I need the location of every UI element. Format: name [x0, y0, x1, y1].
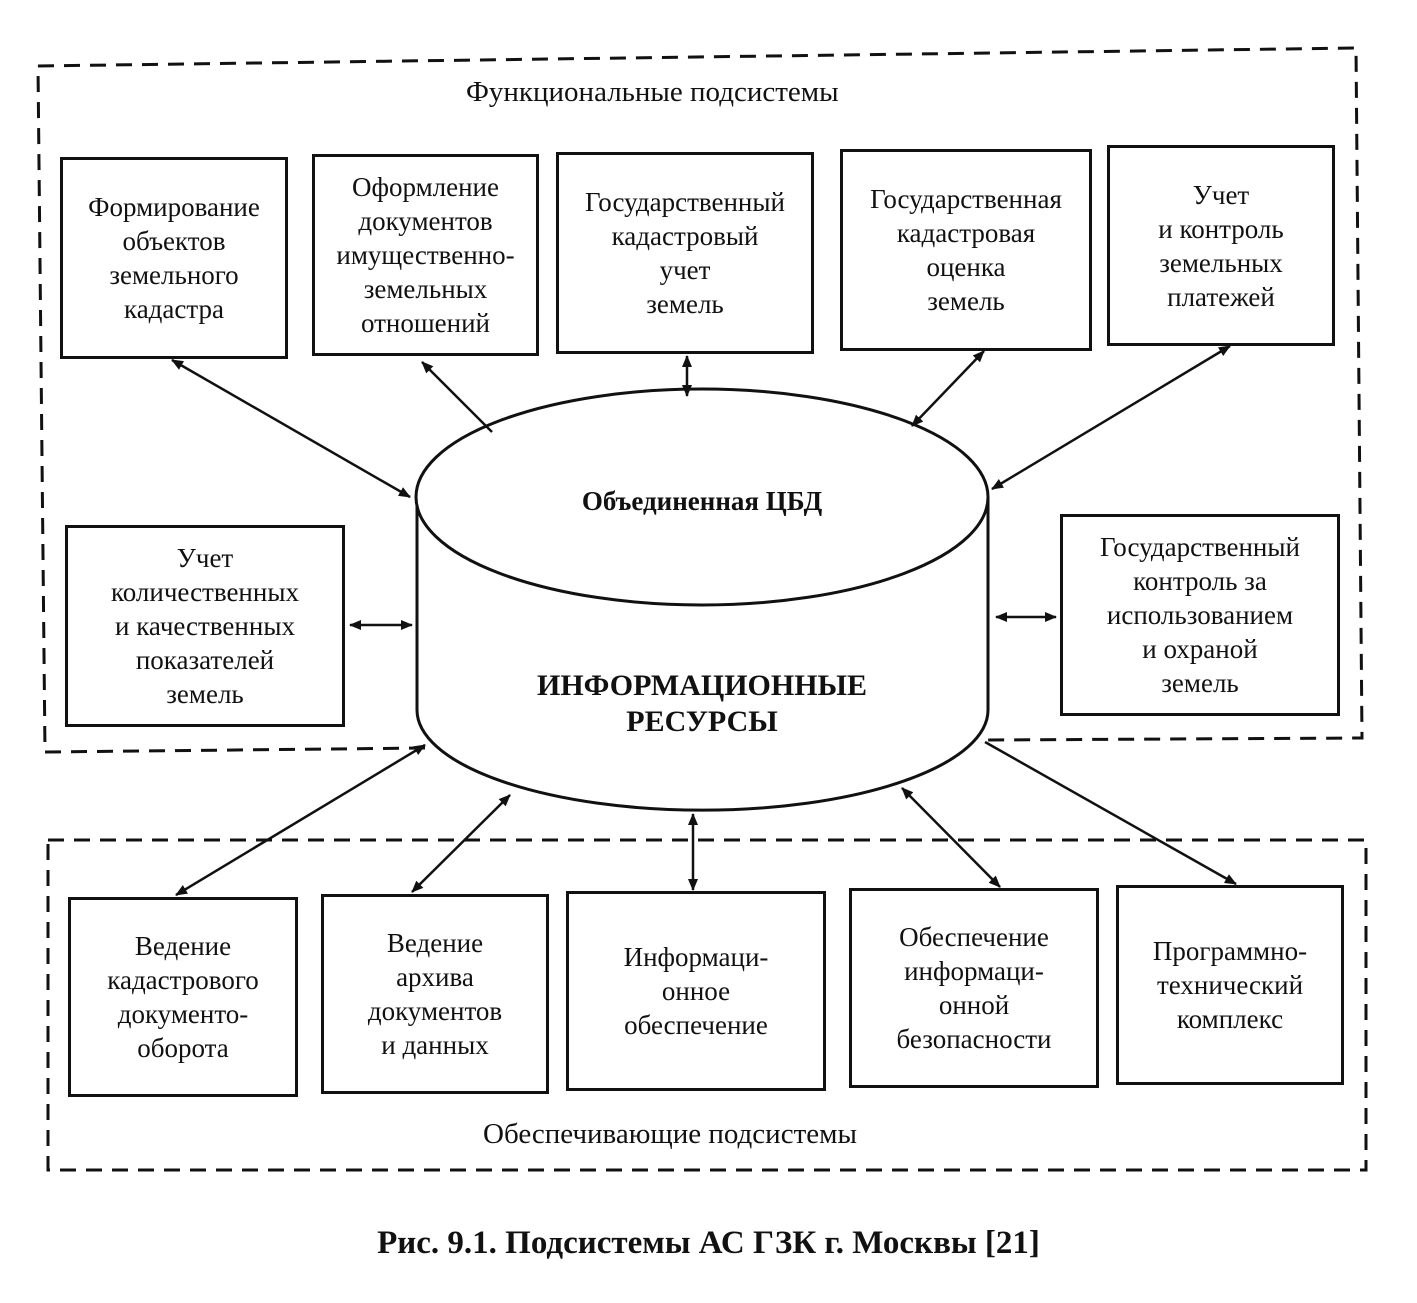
- box-text-line: имущественно-: [336, 240, 515, 270]
- box-text-line: Государственный: [585, 187, 785, 217]
- box-text-line: Ведение: [134, 931, 232, 961]
- box-formation-text: Формирование объектов земельного кадастра: [88, 190, 260, 326]
- database-main-label-line-1: ИНФОРМАЦИОННЫЕ: [536, 669, 867, 702]
- box-text-line: онной: [938, 990, 1010, 1020]
- box-documents: Оформление документов имущественно-земельн…: [312, 154, 539, 356]
- box-formation: Формирование объектов земельного кадастра: [60, 157, 288, 359]
- box-text-line: Информаци-: [623, 942, 769, 972]
- connector-hardware: [984, 740, 1237, 886]
- box-text-line: документо-: [117, 999, 249, 1029]
- box-text-line: земель: [1161, 668, 1239, 698]
- box-text-line: Учет: [176, 543, 234, 573]
- box-text-line: Государственный: [1100, 532, 1300, 562]
- box-indicators: Учет количественных и качественных показате…: [65, 525, 345, 727]
- box-text-line: отношений: [360, 308, 490, 338]
- box-text-line: земель: [646, 289, 724, 319]
- connector-archive: [411, 794, 511, 893]
- box-text-line: обеспечение: [624, 1010, 768, 1040]
- box-text-line: архива: [396, 962, 474, 992]
- box-text-line: Программно-: [1152, 936, 1308, 966]
- box-archive-text: Ведение архива документов и данных: [368, 926, 502, 1062]
- support-group-title: Обеспечивающие подсистемы: [483, 1118, 857, 1150]
- database-top-label: Объединенная ЦБД: [581, 486, 823, 516]
- connector-doc-flow: [175, 743, 426, 897]
- box-text-line: контроль за: [1133, 566, 1267, 596]
- box-text-line: безопасности: [896, 1024, 1052, 1054]
- connector-documents: [421, 361, 493, 433]
- box-text-line: документов: [367, 996, 503, 1026]
- box-text-line: Оформление: [351, 172, 499, 202]
- box-text-line: кадастровый: [611, 221, 759, 251]
- box-state-registry-text: Государственный кадастровый учет земель: [585, 185, 785, 321]
- connector-payments: [991, 344, 1231, 491]
- connector-formation: [171, 358, 411, 499]
- box-text-line: земельного: [109, 260, 239, 290]
- box-text-line: оборота: [137, 1033, 229, 1063]
- database-main-label: ИНФОРМАЦИОННЫЕ РЕСУРСЫ: [452, 668, 952, 740]
- box-text-line: Обеспечение: [899, 922, 1049, 952]
- box-text-line: и охраной: [1142, 634, 1258, 664]
- box-text-line: земельных: [363, 274, 488, 304]
- box-state-control-text: Государственный контроль за использованием…: [1100, 530, 1300, 700]
- box-text-line: и качественных: [115, 611, 295, 641]
- box-documents-text: Оформление документов имущественно-земельн…: [336, 170, 514, 340]
- box-state-valuation-text: Государственная кадастровая оценка земель: [870, 182, 1062, 318]
- connector-state-valuation: [911, 350, 985, 427]
- box-text-line: Формирование: [88, 192, 260, 222]
- box-hardware: Программно-технический комплекс: [1116, 885, 1344, 1085]
- support-group-frame: [46, 838, 1368, 1172]
- box-text-line: земель: [927, 286, 1005, 316]
- box-text-line: кадастра: [123, 294, 224, 324]
- box-text-line: и данных: [381, 1030, 489, 1060]
- box-text-line: учет: [659, 255, 711, 285]
- box-text-line: и контроль: [1158, 213, 1284, 244]
- box-security-text: Обеспечение информаци-онной безопасности: [897, 920, 1052, 1056]
- box-text-line: показателей: [135, 645, 275, 675]
- connector-security: [901, 787, 1001, 888]
- box-indicators-text: Учет количественных и качественных показате…: [111, 541, 299, 711]
- box-text-line: объектов: [122, 226, 226, 256]
- box-text-line: платежей: [1167, 281, 1275, 312]
- box-text-line: количественных: [111, 577, 299, 607]
- box-state-valuation: Государственная кадастровая оценка земель: [840, 149, 1092, 351]
- box-text-line: информаци-: [904, 956, 1044, 986]
- box-state-registry: Государственный кадастровый учет земель: [556, 152, 814, 354]
- box-doc-flow-text: Ведение кадастрового документо-оборота: [107, 929, 259, 1065]
- box-text-line: кадастрового: [107, 965, 259, 995]
- box-hardware-text: Программно-технический комплекс: [1153, 934, 1307, 1036]
- box-security: Обеспечение информаци-онной безопасности: [849, 888, 1099, 1088]
- box-doc-flow: Ведение кадастрового документо-оборота: [68, 897, 298, 1097]
- box-text-line: комплекс: [1176, 1004, 1284, 1034]
- box-text-line: оценка: [926, 252, 1006, 282]
- box-text-line: онное: [661, 976, 731, 1006]
- database-main-label-line-2: РЕСУРСЫ: [626, 705, 778, 738]
- box-text-line: земель: [166, 679, 244, 709]
- box-text-line: земельных: [1159, 247, 1283, 278]
- box-text-line: Государственная: [870, 184, 1062, 214]
- box-info: Информаци-онное обеспечение: [566, 891, 826, 1091]
- figure-caption: Рис. 9.1. Подсистемы АС ГЗК г. Москвы [2…: [377, 1225, 1040, 1261]
- box-info-text: Информаци-онное обеспечение: [624, 940, 769, 1042]
- box-state-control: Государственный контроль за использованием…: [1060, 514, 1340, 716]
- box-text-line: использованием: [1106, 600, 1294, 630]
- functional-group-title: Функциональные подсистемы: [466, 76, 839, 108]
- box-archive: Ведение архива документов и данных: [321, 894, 549, 1094]
- box-text-line: кадастровая: [896, 218, 1036, 248]
- box-text-line: технический: [1156, 970, 1304, 1000]
- box-text-line: Ведение: [386, 928, 484, 958]
- database-cylinder: [414, 387, 990, 812]
- box-text-line: документов: [358, 206, 493, 236]
- box-text-line: Учет: [1192, 179, 1250, 210]
- functional-group-frame: [36, 46, 1364, 754]
